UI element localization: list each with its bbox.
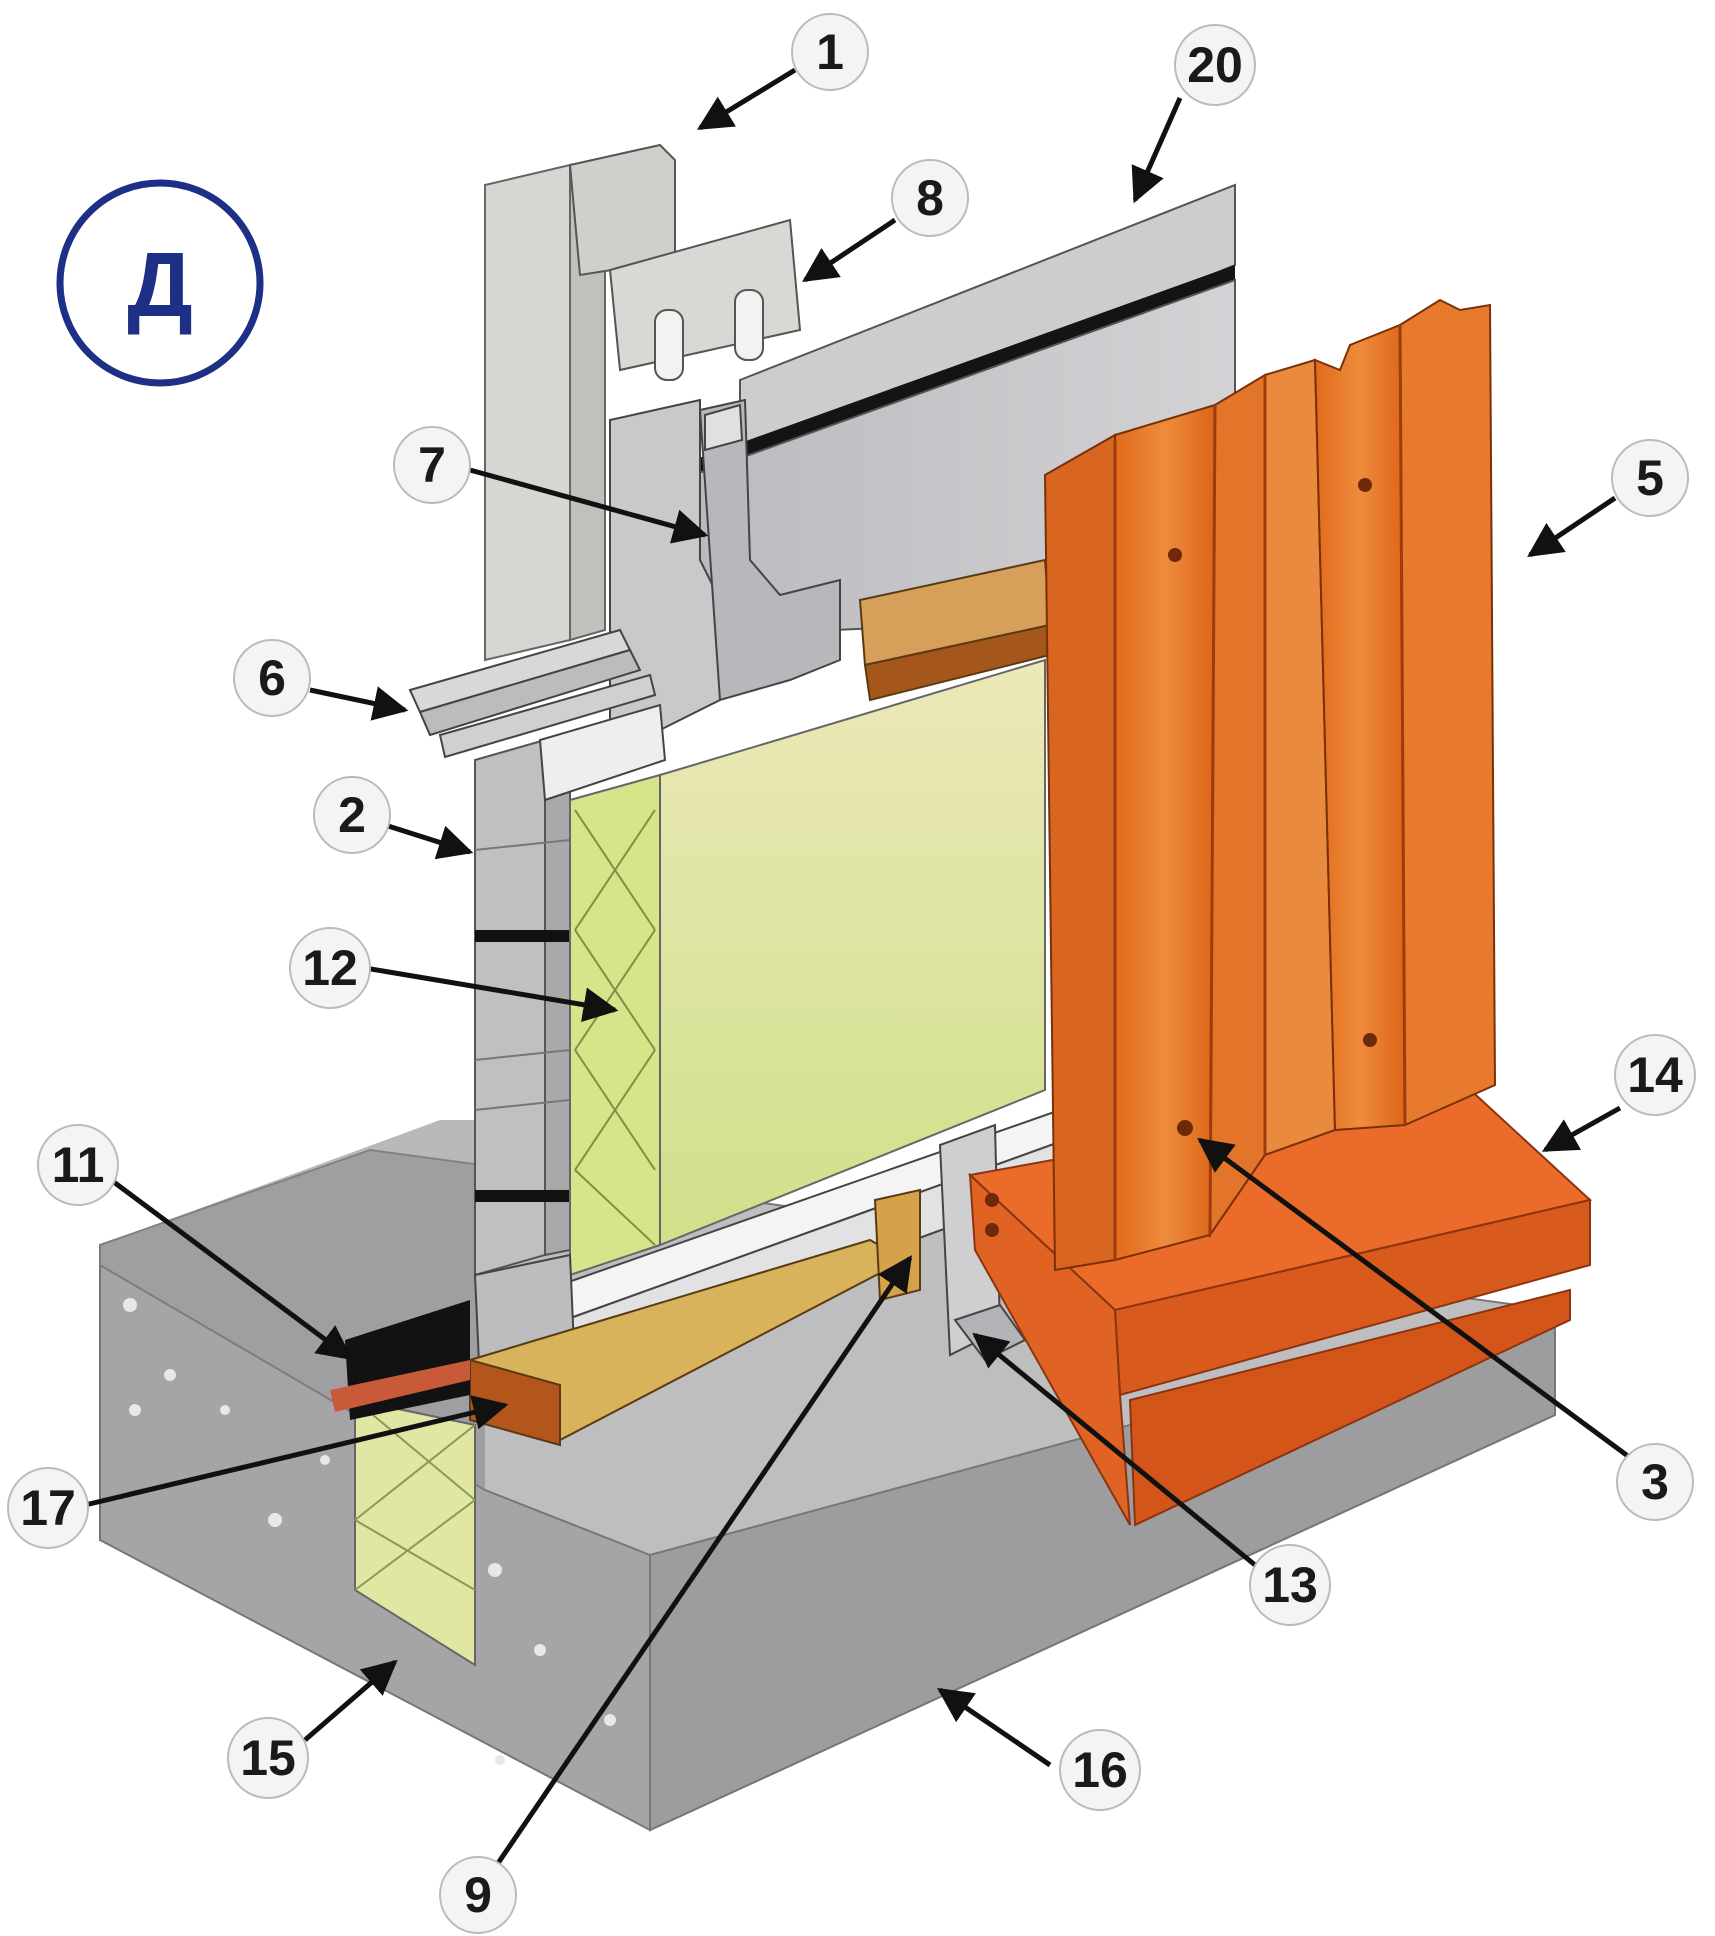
callout-16: 16 bbox=[1059, 1729, 1141, 1811]
guide-profiles bbox=[408, 628, 667, 802]
column-panel bbox=[484, 158, 606, 662]
callout-5: 5 bbox=[1611, 439, 1689, 517]
svg-text:5: 5 bbox=[1636, 450, 1664, 506]
svg-text:8: 8 bbox=[916, 170, 944, 226]
slab-surface-dots bbox=[123, 1298, 616, 1765]
diagram-badge: Д bbox=[56, 179, 264, 387]
callout-12: 12 bbox=[289, 927, 371, 1009]
svg-text:15: 15 bbox=[240, 1730, 296, 1786]
callout-6: 6 bbox=[233, 639, 311, 717]
svg-text:17: 17 bbox=[20, 1480, 76, 1536]
callout-1: 1 bbox=[791, 13, 869, 91]
steel-column-top bbox=[568, 143, 802, 381]
callout-2: 2 bbox=[313, 776, 391, 854]
cassette-wall-panel bbox=[474, 733, 571, 1277]
svg-text:11: 11 bbox=[52, 1137, 105, 1193]
mineral-wool-insulation bbox=[569, 658, 1046, 1277]
callout-3: 3 bbox=[1616, 1443, 1694, 1521]
svg-text:2: 2 bbox=[338, 787, 366, 843]
svg-text:9: 9 bbox=[464, 1867, 492, 1923]
svg-text:14: 14 bbox=[1627, 1047, 1683, 1103]
svg-text:12: 12 bbox=[302, 940, 358, 996]
svg-text:7: 7 bbox=[418, 437, 446, 493]
callout-8: 8 bbox=[891, 159, 969, 237]
svg-text:13: 13 bbox=[1262, 1557, 1318, 1613]
svg-text:20: 20 bbox=[1187, 37, 1243, 93]
callout-14: 14 bbox=[1614, 1034, 1696, 1116]
callout-11: 11 bbox=[37, 1124, 119, 1206]
callout-15: 15 bbox=[227, 1717, 309, 1799]
horizontal-girt bbox=[609, 183, 1236, 642]
callout-7: 7 bbox=[393, 426, 471, 504]
upper-timber-bar bbox=[858, 558, 1052, 702]
profiled-sheet bbox=[1043, 298, 1497, 1272]
mounting-bracket bbox=[609, 398, 841, 742]
svg-text:3: 3 bbox=[1641, 1454, 1669, 1510]
leader-lines bbox=[84, 67, 1642, 1877]
callout-13: 13 bbox=[1249, 1544, 1331, 1626]
callout-9: 9 bbox=[439, 1856, 517, 1934]
black-seal-strip bbox=[330, 1300, 470, 1420]
svg-text:1: 1 bbox=[816, 24, 844, 80]
svg-text:16: 16 bbox=[1072, 1742, 1128, 1798]
badge-letter: Д bbox=[127, 234, 193, 336]
callout-20: 20 bbox=[1174, 24, 1256, 106]
svg-text:6: 6 bbox=[258, 650, 286, 706]
slab-edge-insulation bbox=[354, 1398, 476, 1667]
callout-17: 17 bbox=[7, 1467, 89, 1549]
